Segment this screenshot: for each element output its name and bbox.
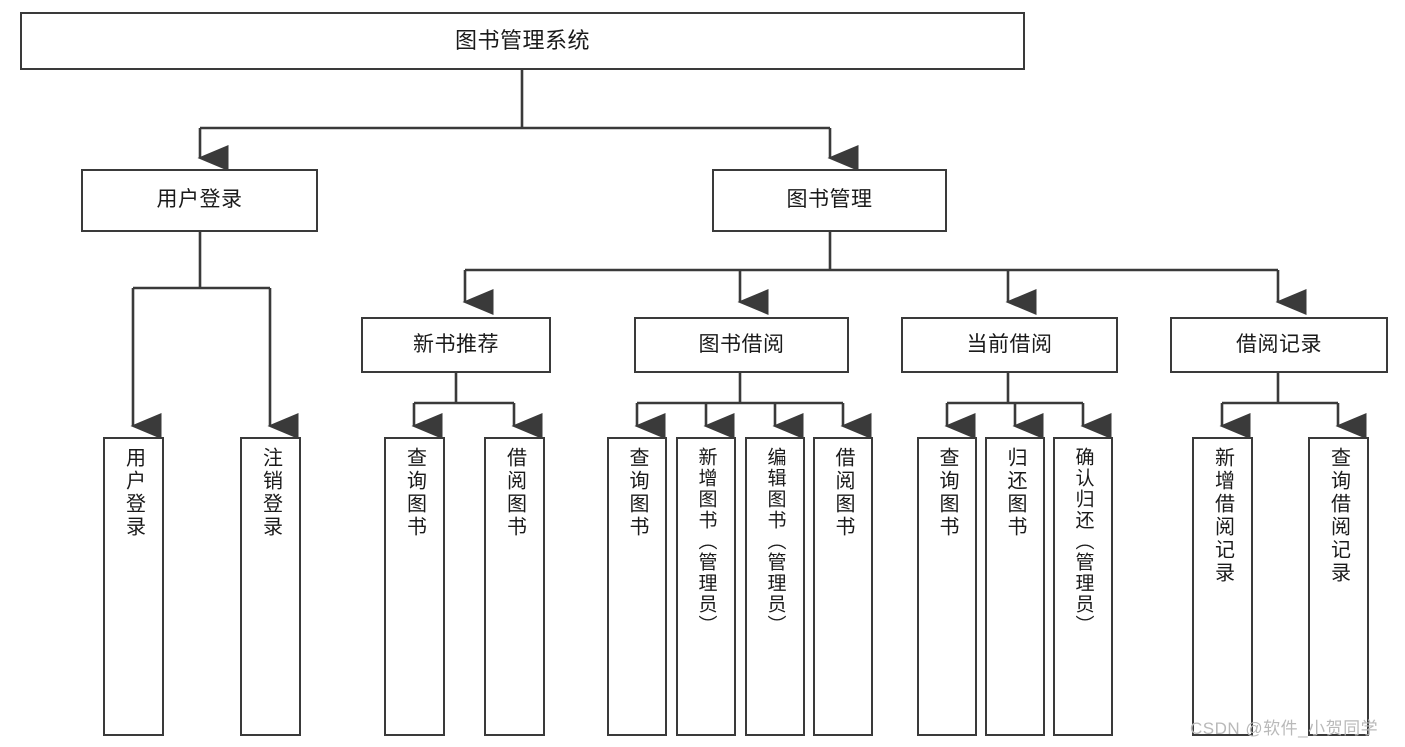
leaf-add-book-label: 新增图书（管理员） [695, 447, 717, 636]
node-book-manage-label: 图书管理 [786, 188, 873, 212]
leaf-return-book-label: 归还图书 [1004, 447, 1026, 539]
leaf-query-book-2-label: 查询图书 [626, 447, 648, 539]
watermark: CSDN @软件_小贺同学 [1190, 719, 1379, 738]
leaf-borrow-book-1[interactable]: 借阅图书 [484, 437, 545, 736]
leaf-user-logout[interactable]: 注销登录 [240, 437, 301, 736]
leaf-add-book[interactable]: 新增图书（管理员） [676, 437, 736, 736]
node-current-borrow[interactable]: 当前借阅 [901, 317, 1118, 373]
leaf-user-login-label: 用户登录 [122, 447, 145, 539]
leaf-edit-book-label: 编辑图书（管理员） [764, 447, 786, 636]
leaf-query-book-2[interactable]: 查询图书 [607, 437, 667, 736]
leaf-query-book-1-label: 查询图书 [403, 447, 426, 539]
node-new-book-rec[interactable]: 新书推荐 [361, 317, 551, 373]
leaf-user-login[interactable]: 用户登录 [103, 437, 164, 736]
node-book-borrow[interactable]: 图书借阅 [634, 317, 849, 373]
leaf-edit-book[interactable]: 编辑图书（管理员） [745, 437, 805, 736]
node-root[interactable]: 图书管理系统 [20, 12, 1025, 70]
leaf-user-logout-label: 注销登录 [259, 447, 282, 539]
leaf-confirm-return[interactable]: 确认归还（管理员） [1053, 437, 1113, 736]
node-user-login-label: 用户登录 [156, 188, 243, 212]
leaf-borrow-book-2-label: 借阅图书 [832, 447, 854, 539]
leaf-borrow-book-1-label: 借阅图书 [503, 447, 526, 539]
node-book-manage[interactable]: 图书管理 [712, 169, 947, 232]
leaf-query-record-label: 查询借阅记录 [1327, 447, 1350, 585]
node-new-book-rec-label: 新书推荐 [413, 332, 499, 356]
node-root-label: 图书管理系统 [454, 28, 590, 54]
leaf-borrow-book-2[interactable]: 借阅图书 [813, 437, 873, 736]
node-user-login[interactable]: 用户登录 [81, 169, 318, 232]
node-book-borrow-label: 图书借阅 [698, 332, 785, 356]
leaf-query-record[interactable]: 查询借阅记录 [1308, 437, 1369, 736]
leaf-add-record-label: 新增借阅记录 [1211, 447, 1234, 585]
node-current-borrow-label: 当前借阅 [966, 332, 1053, 356]
leaf-confirm-return-label: 确认归还（管理员） [1072, 447, 1094, 636]
leaf-return-book[interactable]: 归还图书 [985, 437, 1045, 736]
node-borrow-record-label: 借阅记录 [1236, 332, 1322, 356]
leaf-query-book-3[interactable]: 查询图书 [917, 437, 977, 736]
leaf-query-book-1[interactable]: 查询图书 [384, 437, 445, 736]
leaf-query-book-3-label: 查询图书 [936, 447, 958, 539]
leaf-add-record[interactable]: 新增借阅记录 [1192, 437, 1253, 736]
node-borrow-record[interactable]: 借阅记录 [1170, 317, 1388, 373]
